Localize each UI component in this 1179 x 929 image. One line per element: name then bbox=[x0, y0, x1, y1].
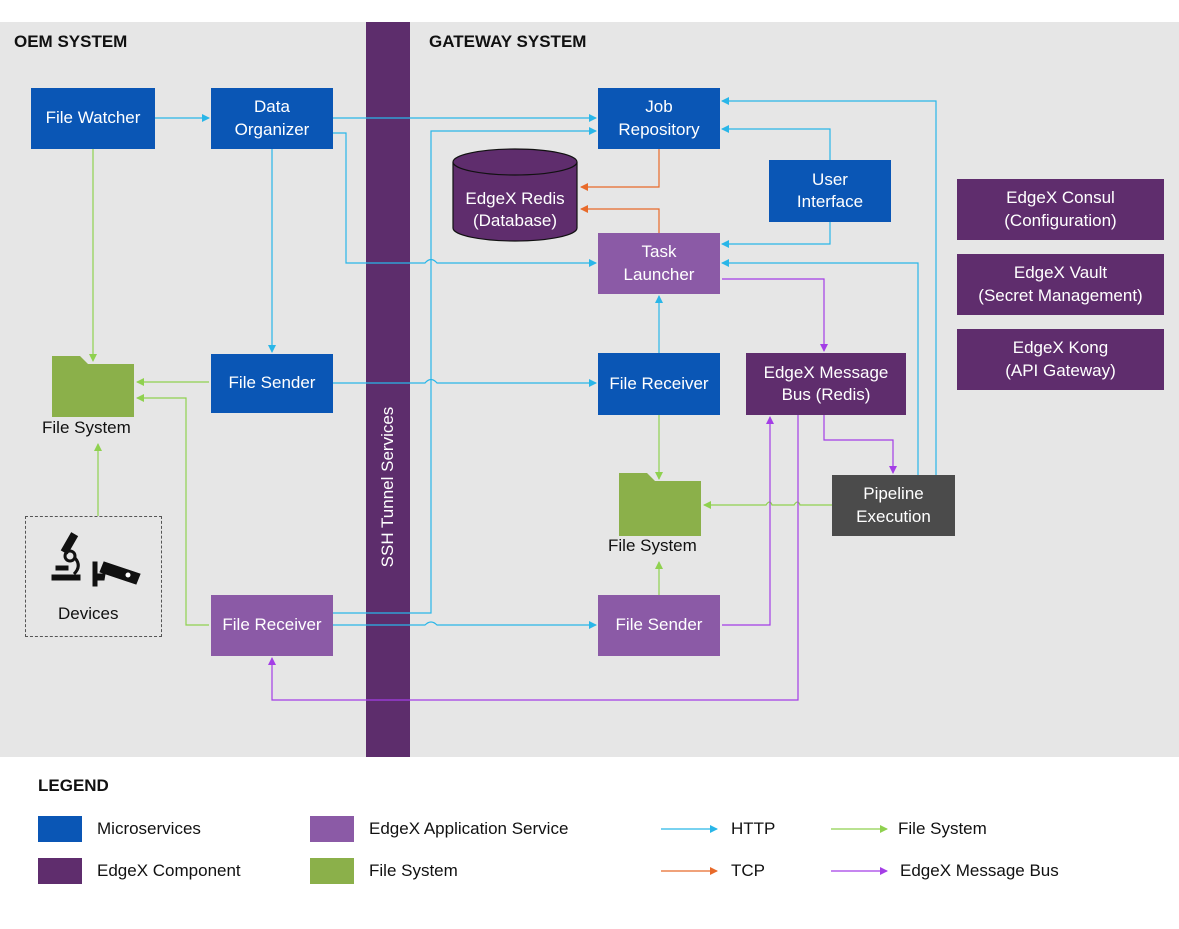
bus-bus-to-pipeline bbox=[823, 415, 897, 474]
http-oem-receiver-to-jobrepo bbox=[333, 127, 597, 614]
http-organizer-to-tasklauncher bbox=[333, 132, 597, 267]
oem-file-system-label: File System bbox=[42, 418, 131, 437]
legend-microservices-label: Microservices bbox=[97, 819, 201, 838]
oem-folder-shape bbox=[52, 356, 134, 417]
legend-http-label: HTTP bbox=[731, 819, 776, 838]
oem-file-sender-node: File Sender bbox=[211, 354, 333, 413]
bus-tasklauncher-to-bus bbox=[722, 278, 828, 352]
devices-box bbox=[25, 516, 162, 637]
http-pipeline-to-tasklauncher bbox=[721, 259, 919, 475]
user-interface-node: User Interface bbox=[769, 160, 891, 222]
legend-app-service-label: EdgeX Application Service bbox=[369, 819, 569, 838]
task-launcher-node: Task Launcher bbox=[598, 233, 720, 294]
redis-database-label: EdgeX Redis (Database) bbox=[465, 188, 565, 230]
pipeline-execution-node: Pipeline Execution bbox=[832, 475, 955, 536]
camera-icon bbox=[92, 561, 141, 587]
file-watcher-node: File Watcher bbox=[31, 88, 155, 149]
legend-title: LEGEND bbox=[38, 776, 109, 795]
legend-app-service-swatch bbox=[310, 816, 354, 842]
legend-file-system-label: File System bbox=[369, 861, 458, 880]
tcp-jobrepo-to-redis bbox=[580, 149, 660, 191]
legend-fs-link-label: File System bbox=[898, 819, 987, 838]
data-organizer-node: Data Organizer bbox=[211, 88, 333, 149]
gateway-folder-shape bbox=[619, 473, 701, 536]
http-pipeline-to-jobrepo bbox=[721, 97, 937, 475]
http-ui-to-tasklauncher bbox=[721, 222, 831, 248]
legend-file-system-swatch bbox=[310, 858, 354, 884]
legend-microservices-swatch bbox=[38, 816, 82, 842]
http-oem-receiver-to-gw-sender bbox=[333, 621, 597, 629]
gateway-system-title: GATEWAY SYSTEM bbox=[429, 32, 587, 51]
redis-database-cylinder bbox=[452, 148, 578, 242]
oem-file-receiver-node: File Receiver bbox=[211, 595, 333, 656]
tcp-tasklauncher-to-redis bbox=[580, 205, 660, 233]
gateway-file-system-label: File System bbox=[608, 536, 697, 555]
legend-component-swatch bbox=[38, 858, 82, 884]
fs-pipeline-to-filesystem bbox=[703, 501, 832, 509]
http-filesender-to-receiver bbox=[333, 378, 597, 387]
gateway-file-receiver-node: File Receiver bbox=[598, 353, 720, 415]
http-ui-to-jobrepo bbox=[721, 125, 831, 160]
bus-gw-sender-to-bus bbox=[722, 416, 774, 626]
microscope-icon bbox=[51, 532, 81, 581]
message-bus-node: EdgeX Message Bus (Redis) bbox=[746, 353, 906, 415]
legend-component-label: EdgeX Component bbox=[97, 861, 241, 880]
legend-tcp-label: TCP bbox=[731, 861, 765, 880]
bus-bus-to-oem-receiver bbox=[268, 415, 799, 701]
legend-message-bus-label: EdgeX Message Bus bbox=[900, 861, 1059, 880]
kong-node: EdgeX Kong (API Gateway) bbox=[957, 329, 1164, 390]
vault-node: EdgeX Vault (Secret Management) bbox=[957, 254, 1164, 315]
consul-node: EdgeX Consul (Configuration) bbox=[957, 179, 1164, 240]
devices-label: Devices bbox=[58, 604, 119, 623]
job-repository-node: Job Repository bbox=[598, 88, 720, 149]
oem-system-title: OEM SYSTEM bbox=[14, 32, 128, 51]
ssh-tunnel-band bbox=[366, 22, 410, 757]
gateway-file-sender-node: File Sender bbox=[598, 595, 720, 656]
fs-receiver-to-filesystem bbox=[136, 394, 209, 626]
